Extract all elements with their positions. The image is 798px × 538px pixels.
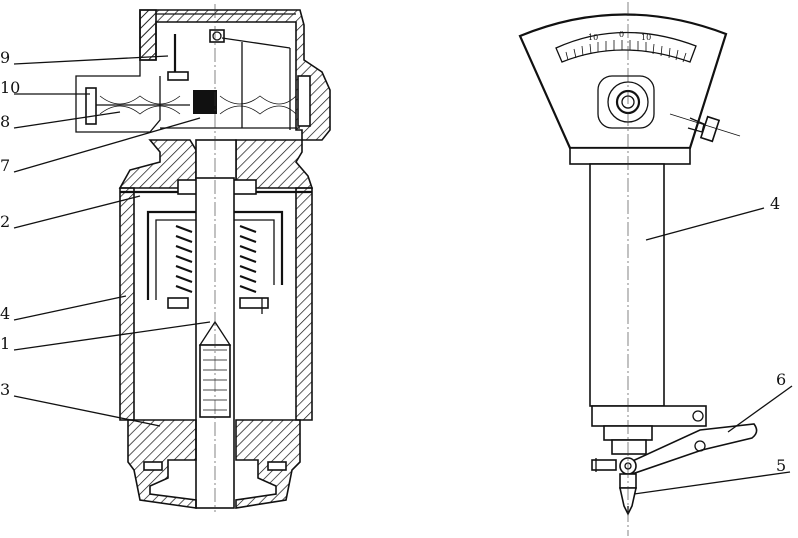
- head-housing: [75, 9, 331, 141]
- label-2: 2: [0, 212, 11, 231]
- lock-screw: [669, 113, 741, 143]
- label-1: 1: [0, 334, 11, 353]
- left-sectional-drawing: [13, 4, 331, 512]
- label-6: 6: [776, 370, 787, 389]
- label-3: 3: [0, 380, 11, 399]
- dial-scale-ticks: [565, 40, 687, 63]
- dial-tick-label-zero: 0: [619, 30, 624, 39]
- measuring-tube: [589, 163, 707, 455]
- spring-left: [175, 224, 193, 294]
- dial-head: 10 0 10: [518, 13, 741, 165]
- base-flange: [127, 419, 301, 509]
- left-leader-lines: [13, 55, 211, 427]
- label-10: 10: [0, 78, 21, 97]
- label-7: 7: [0, 156, 11, 175]
- label-4-left: 4: [0, 304, 11, 323]
- label-8: 8: [0, 112, 11, 131]
- label-9: 9: [0, 48, 11, 67]
- label-4-right: 4: [770, 194, 781, 213]
- right-leader-lines: [633, 207, 793, 495]
- right-external-drawing: 10 0 10: [518, 2, 793, 536]
- spring-right: [239, 224, 257, 294]
- label-5: 5: [776, 456, 787, 475]
- eyepiece-window: [597, 75, 655, 129]
- dial-tick-label-left: 10: [588, 33, 598, 42]
- dial-tick-label-right: 10: [641, 33, 651, 42]
